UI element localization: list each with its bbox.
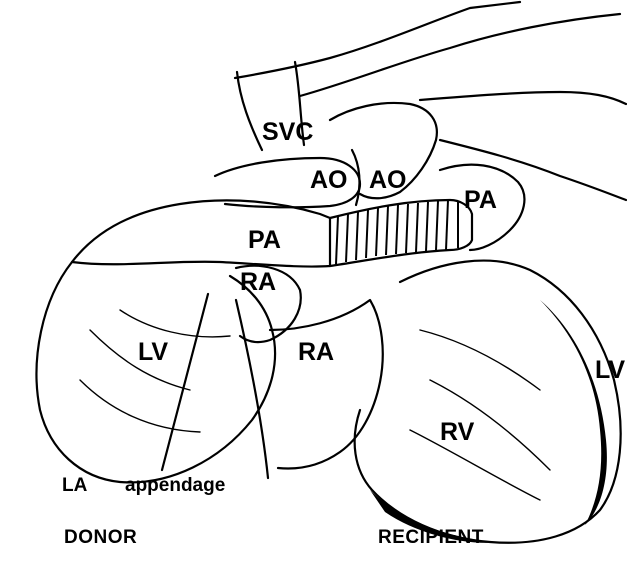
appendage-pointer	[162, 294, 208, 470]
recipient-right-atrium	[270, 300, 383, 468]
label-lv-recipient: LV	[595, 358, 625, 383]
caption-recipient: RECIPIENT	[378, 528, 484, 547]
label-ao-recipient: AO	[369, 168, 407, 193]
label-rv: RV	[440, 420, 474, 445]
recipient-vessel-right	[420, 92, 626, 104]
recipient-lv-shading	[540, 300, 607, 525]
recipient-vessel-upper	[300, 14, 620, 96]
recipient-ventricles	[355, 261, 621, 543]
label-pa-recipient: PA	[464, 188, 497, 213]
graft-conduit	[330, 200, 472, 266]
label-lv-donor: LV	[138, 340, 168, 365]
donor-pulmonary-artery	[72, 200, 330, 266]
label-ra-recipient: RA	[298, 340, 334, 365]
label-appendage: appendage	[125, 476, 225, 495]
conduit-ribs	[336, 200, 458, 264]
label-ra-donor: RA	[240, 270, 276, 295]
label-pa-donor: PA	[248, 228, 281, 253]
label-svc: SVC	[262, 120, 313, 145]
label-la: LA	[62, 476, 87, 495]
label-ao-donor: AO	[310, 168, 348, 193]
caption-donor: DONOR	[64, 528, 137, 547]
appendage-pointer-2	[236, 300, 268, 478]
